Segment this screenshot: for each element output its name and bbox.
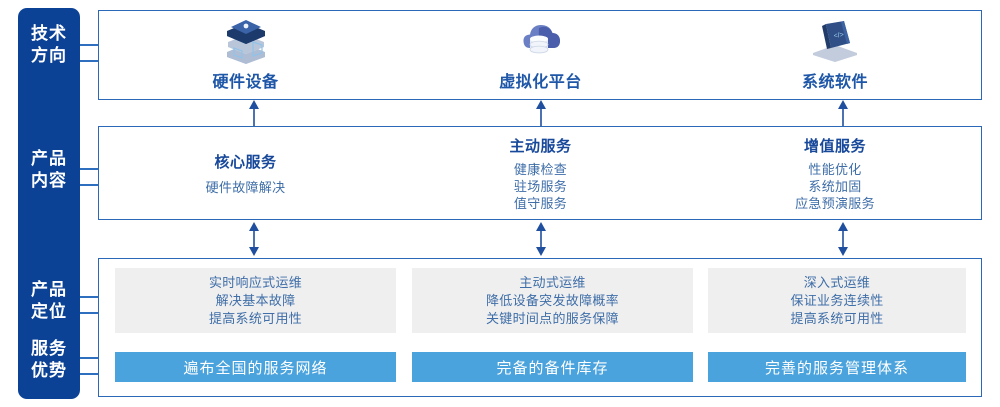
connector-position-bottom [80, 312, 98, 314]
connector-content-bottom [80, 184, 98, 186]
advantage-text-parts: 完备的备件库存 [496, 359, 609, 377]
tech-column-hardware[interactable]: 硬件设备 [98, 10, 393, 100]
content-column-value[interactable]: 增值服务 性能优化 系统加固 应急预演服务 [688, 126, 982, 220]
content-item-active-1: 驻场服务 [513, 178, 568, 194]
connector-tech-bottom [80, 60, 98, 62]
positioning-card-deep[interactable]: 深入式运维 保证业务连续性 提高系统可用性 [708, 268, 966, 333]
arrow-double-value [838, 222, 848, 256]
positioning-line-deep-2: 提高系统可用性 [790, 310, 884, 326]
positioning-line-deep-1: 保证业务连续性 [790, 292, 884, 308]
positioning-line-active-2: 关键时间点的服务保障 [485, 310, 619, 326]
content-item-active-0: 健康检查 [513, 161, 568, 177]
advantage-card-parts[interactable]: 完备的备件库存 [412, 352, 693, 382]
content-item-value-2: 应急预演服务 [795, 195, 875, 211]
arrow-up-software [838, 100, 848, 126]
rail-label-service-advantage: 服务 优势 [31, 339, 67, 380]
positioning-line-realtime-1: 解决基本故障 [215, 292, 296, 308]
connector-advantage-top [80, 357, 98, 359]
tech-label-software: 系统软件 [801, 74, 868, 91]
server-stack-icon [217, 18, 275, 64]
arrow-double-active [536, 222, 546, 256]
tech-column-software[interactable]: </> 系统软件 [688, 10, 982, 100]
connector-advantage-bottom [80, 373, 98, 375]
arrow-up-hardware [249, 100, 259, 126]
cloud-database-icon [512, 18, 570, 64]
content-column-core[interactable]: 核心服务 硬件故障解决 [98, 126, 393, 220]
rail-label-product-content: 产品 内容 [31, 149, 67, 190]
product-content-box [98, 126, 982, 220]
positioning-line-active-1: 降低设备突发故障概率 [485, 292, 619, 308]
content-title-core: 核心服务 [214, 153, 277, 171]
content-title-active: 主动服务 [509, 137, 572, 155]
positioning-line-realtime-2: 提高系统可用性 [208, 310, 303, 326]
content-item-value-1: 系统加固 [808, 178, 862, 194]
positioning-card-active[interactable]: 主动式运维 降低设备突发故障概率 关键时间点的服务保障 [412, 268, 693, 333]
advantage-card-management[interactable]: 完善的服务管理体系 [708, 352, 966, 382]
content-column-active[interactable]: 主动服务 健康检查 驻场服务 值守服务 [393, 126, 688, 220]
advantage-text-management: 完善的服务管理体系 [764, 359, 909, 377]
positioning-line-realtime-0: 实时响应式运维 [208, 274, 303, 290]
category-rail [18, 8, 80, 399]
rail-label-product-positioning: 产品 定位 [31, 280, 67, 321]
advantage-text-network: 遍布全国的服务网络 [183, 359, 328, 377]
arrow-up-virtualization [536, 100, 546, 126]
connector-content-top [80, 168, 98, 170]
content-item-value-0: 性能优化 [808, 161, 862, 177]
content-title-value: 增值服务 [803, 137, 866, 155]
rail-label-tech-direction: 技术 方向 [31, 24, 67, 65]
arrow-double-core [249, 222, 259, 256]
tech-label-virtualization: 虚拟化平台 [499, 74, 582, 91]
connector-position-top [80, 296, 98, 298]
content-item-core-0: 硬件故障解决 [205, 179, 286, 195]
laptop-code-icon: </> [806, 18, 864, 64]
content-item-active-2: 值守服务 [513, 195, 568, 211]
positioning-line-active-0: 主动式运维 [519, 274, 586, 290]
tech-column-virtualization[interactable]: 虚拟化平台 [393, 10, 688, 100]
connector-tech-top [80, 44, 98, 46]
positioning-card-realtime[interactable]: 实时响应式运维 解决基本故障 提高系统可用性 [115, 268, 396, 333]
tech-label-hardware: 硬件设备 [212, 74, 279, 91]
svg-text:</>: </> [833, 32, 844, 40]
positioning-line-deep-0: 深入式运维 [803, 274, 871, 290]
advantage-card-network[interactable]: 遍布全国的服务网络 [115, 352, 396, 382]
